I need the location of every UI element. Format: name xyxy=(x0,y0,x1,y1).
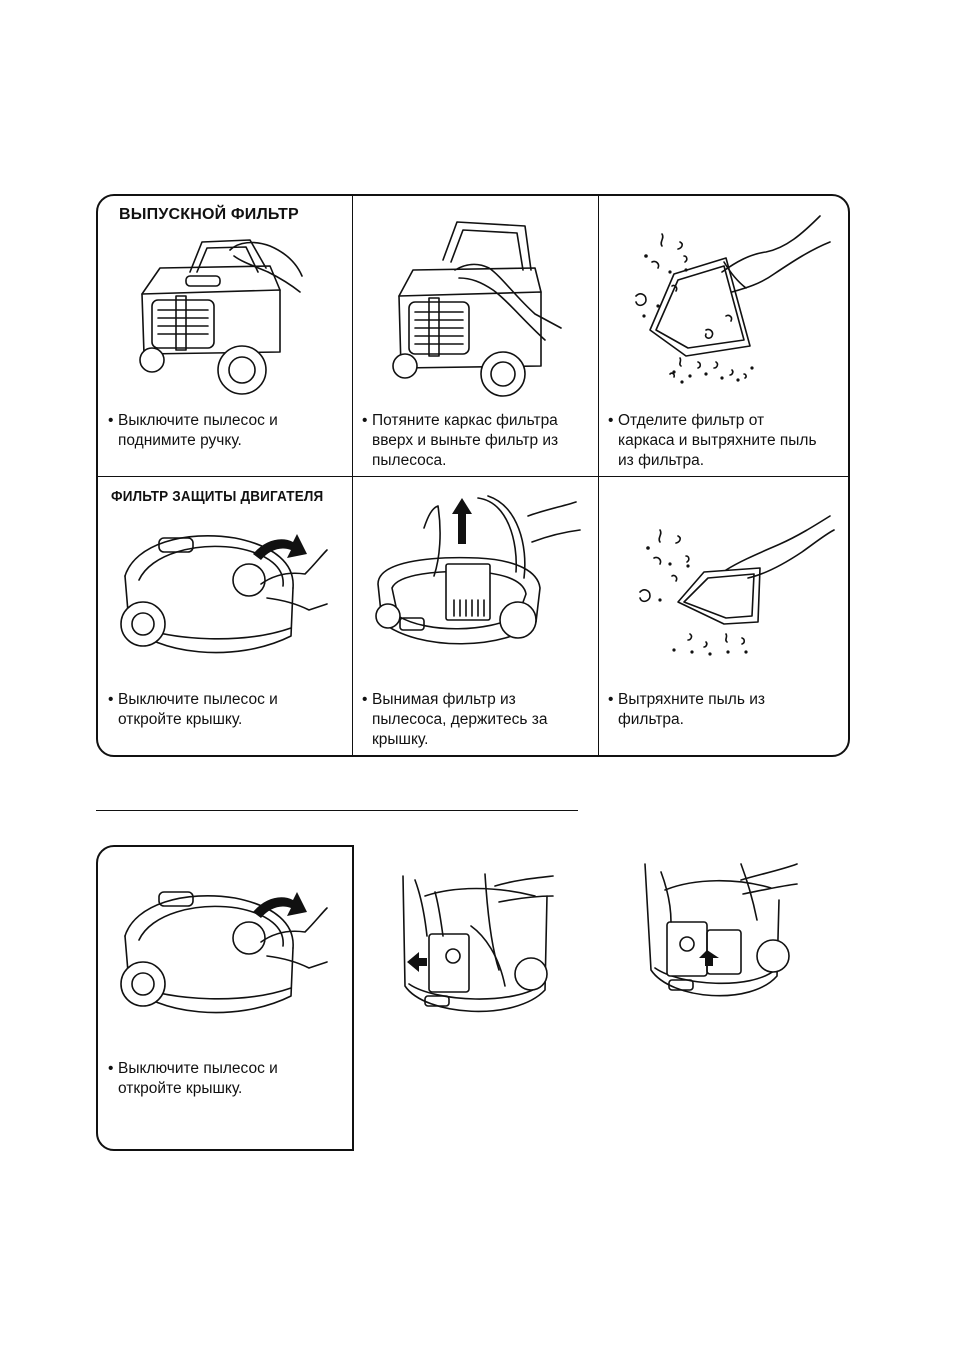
dust-bag-illustration xyxy=(644,863,798,997)
shake-filter-illustration xyxy=(639,515,835,656)
open-lid-illustration xyxy=(120,534,328,654)
filter-instructions-panel xyxy=(96,194,850,757)
step-caption: • Выключите пылесос и откройте крышку. xyxy=(108,1060,278,1097)
motor-filter-heading: ФИЛЬТР ЗАЩИТЫ ДВИГАТЕЛЯ xyxy=(111,488,324,505)
step-caption: • Вытряхните пыль из фильтра. xyxy=(608,691,765,728)
exhaust-filter-heading: ВЫПУСКНОЙ ФИЛЬТР xyxy=(119,206,299,223)
open-lid-illustration xyxy=(120,891,328,1014)
step-caption: • Выключите пылесос и откройте крышку. xyxy=(108,691,278,728)
dust-bag-step-box xyxy=(96,845,354,1151)
section-rule xyxy=(96,810,578,811)
remove-filter-illustration xyxy=(375,495,581,645)
grid-divider-h xyxy=(98,476,848,477)
vacuum-handle-illustration xyxy=(139,239,303,395)
filter-frame-illustration xyxy=(392,221,562,397)
step-caption: • Вынимая фильтр из пылесоса, держитесь … xyxy=(362,691,548,748)
dust-bag-illustration xyxy=(402,873,554,1013)
step-caption: • Выключите пылесос и поднимите ручку. xyxy=(108,412,278,449)
step-caption: • Потяните каркас фильтра вверх и выньте… xyxy=(362,412,559,469)
dust-filter-illustration xyxy=(635,215,831,384)
step-caption: • Отделите фильтр от каркаса и вытряхнит… xyxy=(608,412,817,469)
